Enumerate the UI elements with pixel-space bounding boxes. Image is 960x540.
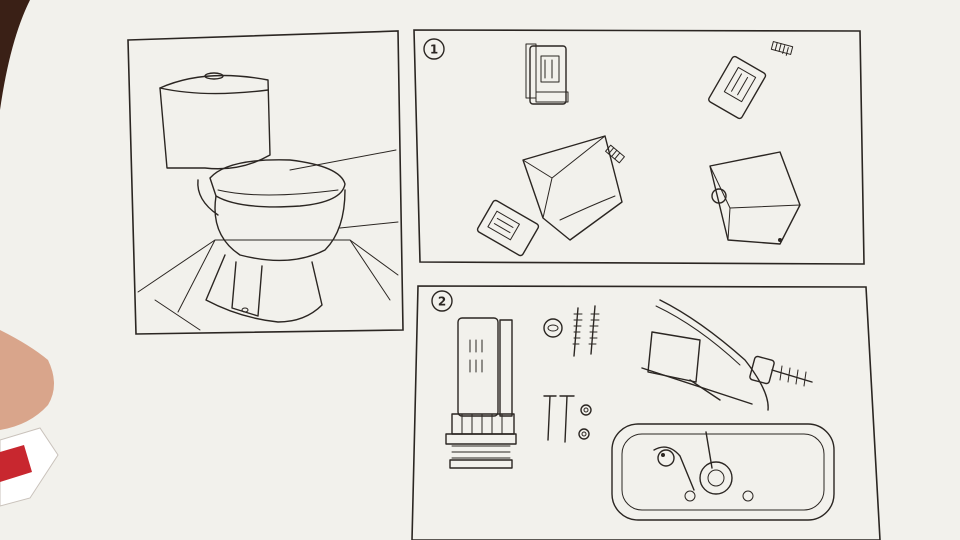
valve-cage <box>487 210 520 241</box>
flush-valve-upright <box>525 43 569 105</box>
step-2-badge <box>431 290 453 312</box>
toilet-tank <box>159 74 271 170</box>
flush-button-icon <box>204 72 224 80</box>
tank-shell <box>522 135 623 241</box>
toilet-illustration <box>137 72 399 331</box>
tank-block <box>709 151 801 245</box>
new-flush-valve <box>445 317 517 469</box>
red-tape-mark <box>0 445 32 482</box>
step-2-number: 2 <box>438 295 446 309</box>
small-washers <box>578 404 592 440</box>
toilet-seat-edge <box>217 189 339 196</box>
float-cap <box>657 449 675 467</box>
valve-overflow-tube <box>499 319 513 417</box>
floor-tile-line <box>349 239 391 301</box>
tank-bolts-long <box>572 305 600 357</box>
float-arm-inner <box>655 305 741 366</box>
valve-seal-ring <box>445 433 517 445</box>
tank-outer <box>611 423 835 521</box>
installed-overflow-tube <box>705 431 713 469</box>
tank-lid-edge <box>159 87 269 95</box>
toilet-lid <box>209 159 346 208</box>
installed-valve-core <box>707 469 725 487</box>
valve-cage-bars <box>461 413 503 435</box>
tank-floor-line <box>559 195 616 221</box>
wall-corner-line <box>289 149 397 171</box>
tank-cutaway <box>522 135 623 241</box>
installed-float <box>653 446 695 491</box>
tank-bolts-short <box>543 395 575 443</box>
panel-overview-frame <box>127 30 404 335</box>
fill-valve-assembly <box>641 299 813 411</box>
float-box <box>647 331 701 383</box>
fill-valve-inlet <box>749 355 813 387</box>
float-rod <box>641 367 753 405</box>
valve-canister <box>457 317 499 417</box>
floor-tile-line <box>177 239 216 313</box>
float-arm <box>659 299 769 411</box>
bolt-hole <box>742 490 754 502</box>
valve-cage <box>723 66 757 103</box>
valve-slot-lines <box>731 73 749 96</box>
valve-nut <box>449 459 513 469</box>
toilet-bowl <box>214 189 346 262</box>
floor-outline <box>137 239 399 293</box>
valve-body <box>529 45 567 105</box>
bolt-hole <box>684 490 696 502</box>
tank-inner <box>621 433 825 511</box>
valve-base <box>535 91 569 103</box>
valve-slot-lines <box>493 217 514 234</box>
valve-slot-lines <box>544 59 553 79</box>
locking-nut-side <box>605 144 625 164</box>
valve-overflow-tube <box>525 43 537 99</box>
floor-bolt-cap <box>241 307 249 313</box>
tank-bolt-hole <box>778 238 782 242</box>
tank-inner-edges <box>522 135 606 219</box>
valve-cage <box>540 55 560 83</box>
step-1-number: 1 <box>430 43 438 57</box>
step-1-badge <box>423 38 445 60</box>
valve-vent-slots <box>469 339 483 373</box>
panel-step-2-frame <box>411 285 881 540</box>
tank-top-view <box>611 423 835 521</box>
valve-body <box>476 199 540 257</box>
toilet-pedestal <box>205 254 323 323</box>
panel-step-1-frame <box>413 29 865 265</box>
valve-thread-lines <box>451 445 511 459</box>
valve-body <box>708 55 767 120</box>
rubber-washer <box>543 318 563 338</box>
tank-block-shape <box>709 151 801 245</box>
panel-step-2: 2 <box>411 285 881 540</box>
flush-valve-tilted-right <box>708 55 767 120</box>
bowl-back <box>197 179 219 216</box>
tank-outlet-hole <box>711 188 727 204</box>
installed-flush-valve <box>699 461 733 495</box>
float-link <box>689 379 721 401</box>
locking-nut-small <box>770 41 794 56</box>
float-dot <box>661 453 665 457</box>
wall-floor-line <box>339 221 399 229</box>
panel-overview <box>127 30 404 335</box>
flush-valve-lying <box>476 199 540 257</box>
thumb <box>0 330 54 430</box>
panel-step-1: 1 <box>413 29 865 265</box>
tank-block-edges <box>709 165 801 241</box>
floor-tile-line <box>154 299 201 331</box>
